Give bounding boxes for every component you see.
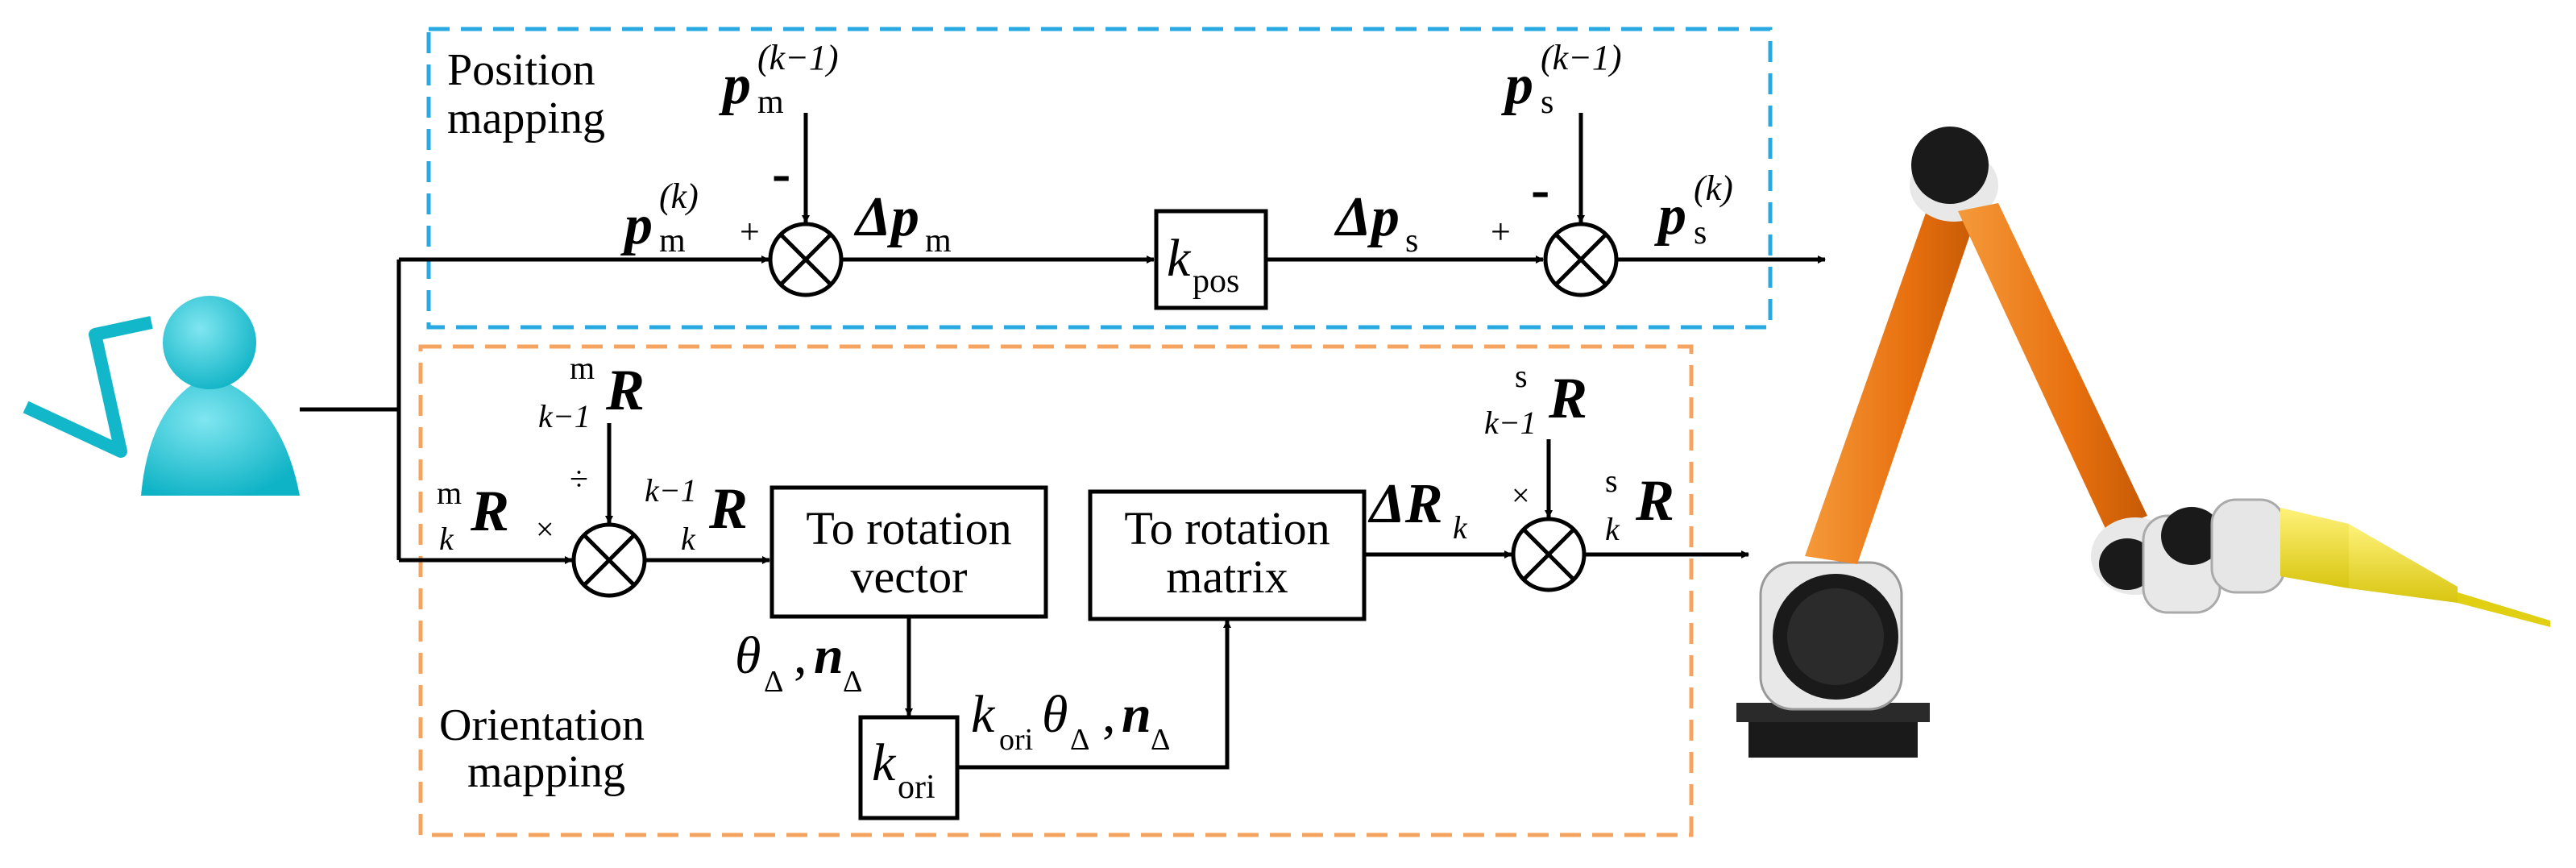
orientation-junction-2: [1511, 517, 1587, 592]
label-kori-theta-n: k ori θ Δ , n Δ: [971, 685, 1170, 757]
label-delta-ps: Δp s: [1334, 186, 1418, 260]
svg-text:k−1: k−1: [538, 398, 591, 434]
svg-text:m: m: [757, 84, 784, 121]
to-rotation-vector-line1: To rotation: [806, 502, 1011, 554]
position-mapping-title-1: Position: [447, 45, 595, 95]
svg-text:(k): (k): [659, 177, 699, 216]
svg-text:s: s: [1694, 214, 1707, 251]
svg-text:R: R: [708, 476, 748, 541]
svg-text:k: k: [1453, 509, 1468, 546]
label-km1-R-k: k−1 k R: [645, 472, 748, 557]
svg-text:k: k: [971, 685, 996, 744]
k-ori-sub: ori: [898, 769, 935, 806]
svg-text:θ: θ: [1042, 685, 1068, 744]
svg-text:p: p: [719, 54, 751, 116]
orientation-mapping-title-1: Orientation: [439, 700, 645, 750]
label-s-R-km1: s k−1 R: [1484, 358, 1587, 441]
position-summing-junction-2: [1543, 222, 1619, 297]
to-rotation-matrix-line2: matrix: [1166, 550, 1288, 603]
svg-text:Δ: Δ: [1151, 723, 1170, 757]
svg-text:R: R: [1548, 366, 1587, 430]
svg-text:Δ: Δ: [1070, 723, 1089, 757]
svg-text:k: k: [439, 521, 454, 557]
minus-sign-1: -: [772, 143, 790, 205]
svg-text:k−1: k−1: [645, 472, 697, 509]
svg-text:(k−1): (k−1): [757, 38, 839, 77]
label-delta-pm: Δp m: [853, 186, 952, 260]
label-pm-k: p m (k): [620, 177, 699, 260]
to-rotation-vector-line2: vector: [851, 550, 968, 603]
position-mapping-region: [426, 27, 1773, 330]
svg-text:,: ,: [794, 626, 807, 685]
label-ps-km1: p s (k−1): [1501, 38, 1622, 121]
svg-text:m: m: [925, 222, 952, 260]
svg-text:n: n: [814, 626, 844, 685]
svg-text:m: m: [437, 475, 462, 511]
svg-text:(k): (k): [1694, 168, 1733, 208]
svg-text:ori: ori: [999, 723, 1033, 757]
svg-text:R: R: [1635, 468, 1674, 533]
to-rotation-matrix-line1: To rotation: [1124, 502, 1329, 554]
position-summing-junction-1: [768, 222, 844, 297]
robot-arm-icon: [1736, 127, 2550, 758]
svg-text:s: s: [1515, 358, 1528, 394]
label-m-R-km1: m k−1 R: [538, 350, 645, 434]
label-ps-k: p s (k): [1654, 168, 1733, 251]
svg-text:m: m: [659, 222, 686, 260]
svg-text:p: p: [620, 194, 653, 256]
to-rotation-vector-block: [769, 485, 1048, 619]
divide-sign: ÷: [570, 461, 588, 498]
svg-text:p: p: [1654, 185, 1686, 247]
svg-text:s: s: [1605, 463, 1618, 499]
orientation-mapping-region: [418, 344, 1694, 837]
minus-sign-2: -: [1531, 159, 1549, 221]
label-pm-km1: p m (k−1): [719, 38, 839, 121]
svg-text:k: k: [1605, 511, 1620, 547]
k-pos-main: k: [1167, 229, 1192, 288]
svg-text:p: p: [1501, 54, 1533, 116]
orientation-junction-1: [571, 522, 647, 598]
svg-text:,: ,: [1102, 685, 1116, 744]
svg-text:Δ: Δ: [764, 665, 783, 699]
to-rotation-matrix-block: [1088, 489, 1367, 621]
svg-text:(k−1): (k−1): [1541, 38, 1622, 77]
times-sign-1: ×: [536, 511, 554, 547]
label-m-R-k: m k R: [437, 475, 509, 557]
svg-text:k−1: k−1: [1484, 405, 1537, 441]
svg-text:m: m: [570, 350, 595, 386]
label-theta-n: θ Δ , n Δ: [735, 626, 862, 699]
svg-text:ΔR: ΔR: [1367, 473, 1443, 535]
k-pos-sub: pos: [1193, 263, 1239, 300]
operator-figure-icon: [23, 296, 300, 496]
label-s-R-k: s k R: [1605, 463, 1674, 547]
orientation-mapping-title-2: mapping: [467, 747, 625, 797]
svg-text:s: s: [1405, 222, 1418, 260]
svg-text:θ: θ: [735, 626, 761, 685]
position-mapping-title-2: mapping: [447, 93, 605, 143]
svg-text:R: R: [470, 479, 509, 543]
plus-sign-2: +: [1491, 212, 1511, 251]
k-pos-block: [1154, 209, 1268, 310]
svg-text:k: k: [681, 521, 696, 557]
svg-text:Δ: Δ: [843, 665, 862, 699]
svg-text:Δp: Δp: [1334, 186, 1400, 248]
svg-text:n: n: [1122, 685, 1151, 744]
svg-text:R: R: [605, 358, 645, 422]
plus-sign-1: +: [740, 212, 760, 251]
svg-text:Δp: Δp: [853, 186, 919, 248]
times-sign-2: ×: [1512, 477, 1530, 513]
label-delta-R-k: ΔR k: [1367, 473, 1468, 546]
k-ori-main: k: [872, 733, 897, 792]
svg-text:s: s: [1541, 84, 1553, 121]
